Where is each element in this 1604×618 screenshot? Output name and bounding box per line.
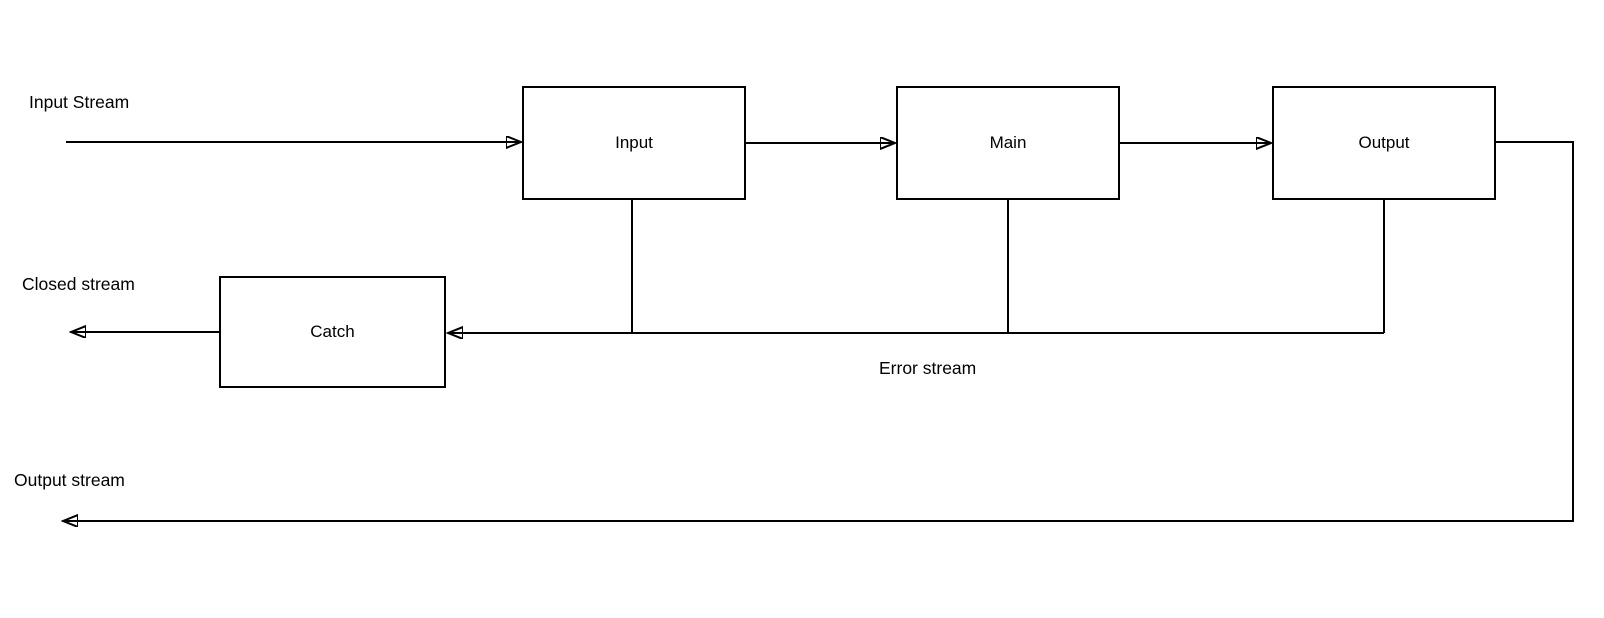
node-input[interactable]: Input [522, 86, 746, 200]
input-stream-label: Input Stream [29, 92, 130, 112]
node-output-label: Output [1358, 133, 1410, 152]
node-catch[interactable]: Catch [219, 276, 446, 388]
node-catch-label: Catch [310, 322, 355, 341]
node-main[interactable]: Main [896, 86, 1120, 200]
node-main-label: Main [989, 133, 1027, 152]
output-stream-label: Output stream [14, 470, 125, 490]
edge-output-stream [63, 141, 1574, 521]
error-stream-label: Error stream [879, 358, 977, 378]
node-output[interactable]: Output [1272, 86, 1496, 200]
closed-stream-label: Closed stream [22, 274, 135, 294]
node-input-label: Input [615, 133, 653, 152]
